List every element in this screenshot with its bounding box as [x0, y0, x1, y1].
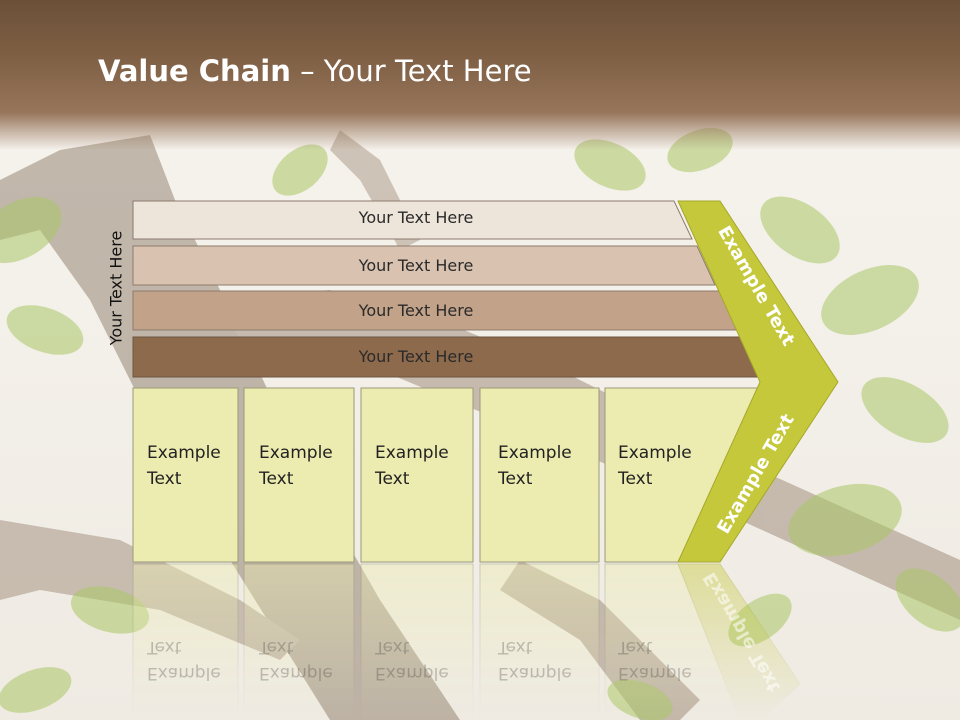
box-text-line1: Example: [147, 443, 221, 463]
box-text-line1: Example: [375, 443, 449, 463]
band-group: [132, 200, 764, 378]
band-shape-2: [132, 245, 716, 286]
box-text-line2: Text: [618, 469, 653, 489]
box-shape-3: [360, 387, 474, 563]
reflection-line2: Text: [147, 637, 182, 657]
vertical-label: Your Text Here: [106, 230, 126, 346]
box-shape-4: [479, 387, 600, 563]
box-shape-2: [243, 387, 355, 563]
box-reflection-4: [479, 563, 600, 720]
reflection-line1: Example: [259, 663, 333, 683]
box-reflection-1: [132, 563, 239, 720]
box-text-line2: Text: [375, 469, 410, 489]
box-text-line1: Example: [259, 443, 333, 463]
box-reflection-3: [360, 563, 474, 720]
reflection-line2: Text: [259, 637, 294, 657]
box-shape-1: [132, 387, 239, 563]
band-label-1: Your Text Here: [358, 208, 474, 227]
reflection: [132, 563, 801, 720]
box-reflection-5: [604, 563, 753, 720]
chevron-reflection: [677, 563, 801, 720]
box-reflection-2: [243, 563, 355, 720]
box-text-reflection-3: Example Text: [375, 634, 470, 686]
band-label-3: Your Text Here: [358, 301, 474, 320]
box-text-line2: Text: [498, 469, 533, 489]
box-text-line2: Text: [147, 469, 182, 489]
reflection-line1: Example: [147, 663, 221, 683]
reflection-line2: Text: [618, 637, 653, 657]
reflection-line1: Example: [375, 663, 449, 683]
box-group: [132, 387, 761, 563]
slide-title: Value Chain – Your Text Here: [98, 54, 532, 88]
title-rest: – Your Text Here: [290, 54, 532, 88]
box-text-line1: Example: [498, 443, 572, 463]
box-text-line2: Text: [259, 469, 294, 489]
reflection-line2: Text: [375, 637, 410, 657]
box-text-line1: Example: [618, 443, 692, 463]
band-shape-1: [132, 200, 693, 240]
band-label-4: Your Text Here: [358, 347, 474, 366]
title-bold: Value Chain: [98, 54, 291, 88]
reflection-line2: Text: [498, 637, 533, 657]
box-text-reflection-1: Example Text: [147, 634, 242, 686]
box-text-reflection-5: Example Text: [618, 634, 713, 686]
reflection-line1: Example: [498, 663, 572, 683]
box-text-reflection-2: Example Text: [259, 634, 354, 686]
chevron-arrow: [677, 200, 839, 563]
band-label-2: Your Text Here: [358, 256, 474, 275]
box-text-reflection-4: Example Text: [498, 634, 593, 686]
title-band: [0, 0, 960, 150]
reflection-line1: Example: [618, 663, 692, 683]
